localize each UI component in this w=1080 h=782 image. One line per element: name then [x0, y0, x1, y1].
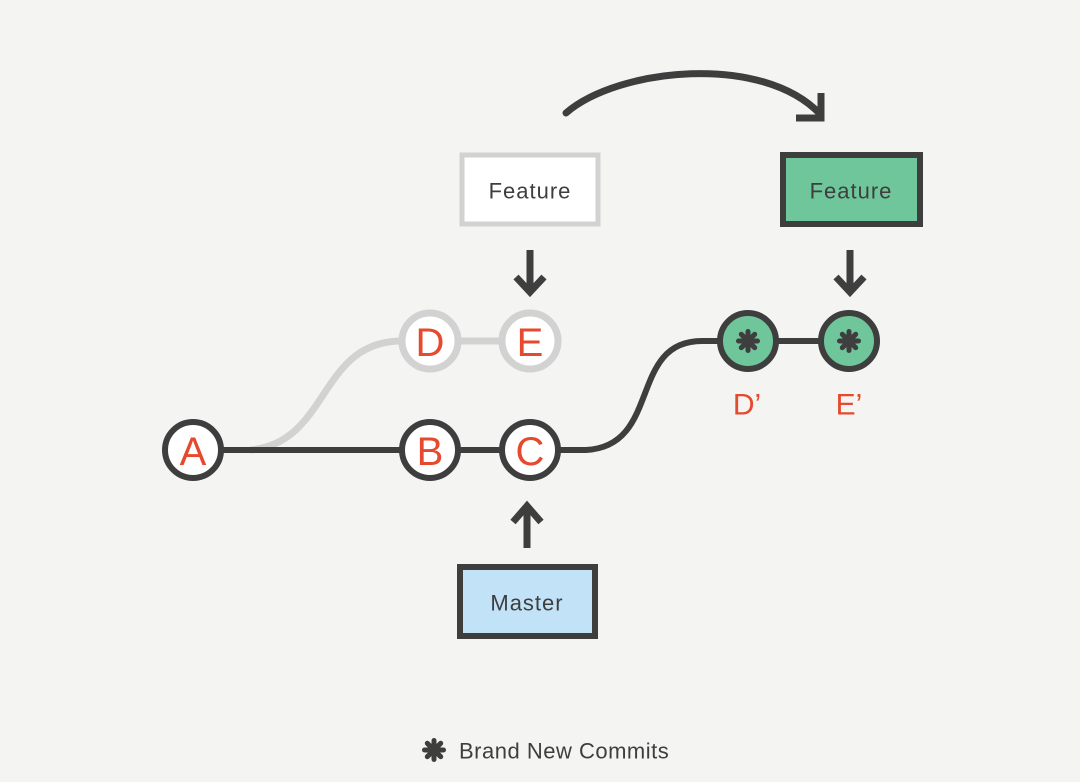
- legend-label: Brand New Commits: [459, 739, 669, 764]
- commit-c-node: [499, 419, 561, 481]
- arrow-up-head: [510, 500, 544, 525]
- arrow-down-head: [513, 274, 547, 298]
- feature-after-box: [780, 152, 923, 227]
- rebase-move-arrow: [562, 70, 825, 122]
- commit-e-node: [498, 309, 562, 373]
- commit-a-label: A: [180, 430, 207, 474]
- feature-before-box: [459, 152, 601, 227]
- old-branch-fork-edge: [249, 337, 403, 454]
- commit-b-label: B: [417, 430, 444, 474]
- rebase-move-arrow-curve: [562, 70, 824, 118]
- master-label: Master: [490, 591, 563, 616]
- new-commit-asterisk-icon: [425, 741, 444, 760]
- rebase-move-arrow-head: [796, 93, 825, 122]
- master-pointer-arrow: [510, 500, 544, 548]
- legend: Brand New Commits: [425, 739, 669, 764]
- master-branch-label: Master: [457, 564, 598, 639]
- feature-after-pointer-arrow: [833, 250, 867, 298]
- feature-before-pointer-arrow: [513, 250, 547, 298]
- commit-e-label: E: [517, 321, 544, 365]
- rebased-branch-fork-edge: [558, 338, 719, 453]
- commit-e-old: E: [498, 309, 562, 373]
- commit-d-prime: D’: [717, 310, 779, 422]
- feature-branch-label-after: Feature: [780, 152, 923, 227]
- commit-a: A: [162, 419, 224, 481]
- commit-d-label: D: [416, 321, 445, 365]
- commit-a-node: [162, 419, 224, 481]
- new-commit-asterisk-icon: [739, 332, 758, 351]
- commit-d-old: D: [398, 309, 462, 373]
- commit-d-prime-label: D’: [733, 389, 761, 422]
- commit-d-node: [398, 309, 462, 373]
- commit-e-prime-label: E’: [836, 389, 863, 422]
- feature-branch-label-before: Feature: [459, 152, 601, 227]
- feature-before-label: Feature: [489, 179, 572, 204]
- commit-c: C: [499, 419, 561, 481]
- new-commit-asterisk-icon: [840, 332, 859, 351]
- commit-c-label: C: [516, 430, 545, 474]
- arrow-down-head: [833, 274, 867, 298]
- commit-e-prime: E’: [818, 310, 880, 422]
- feature-after-label: Feature: [810, 179, 893, 204]
- commit-b-node: [399, 419, 461, 481]
- master-box: [457, 564, 598, 639]
- commit-b: B: [399, 419, 461, 481]
